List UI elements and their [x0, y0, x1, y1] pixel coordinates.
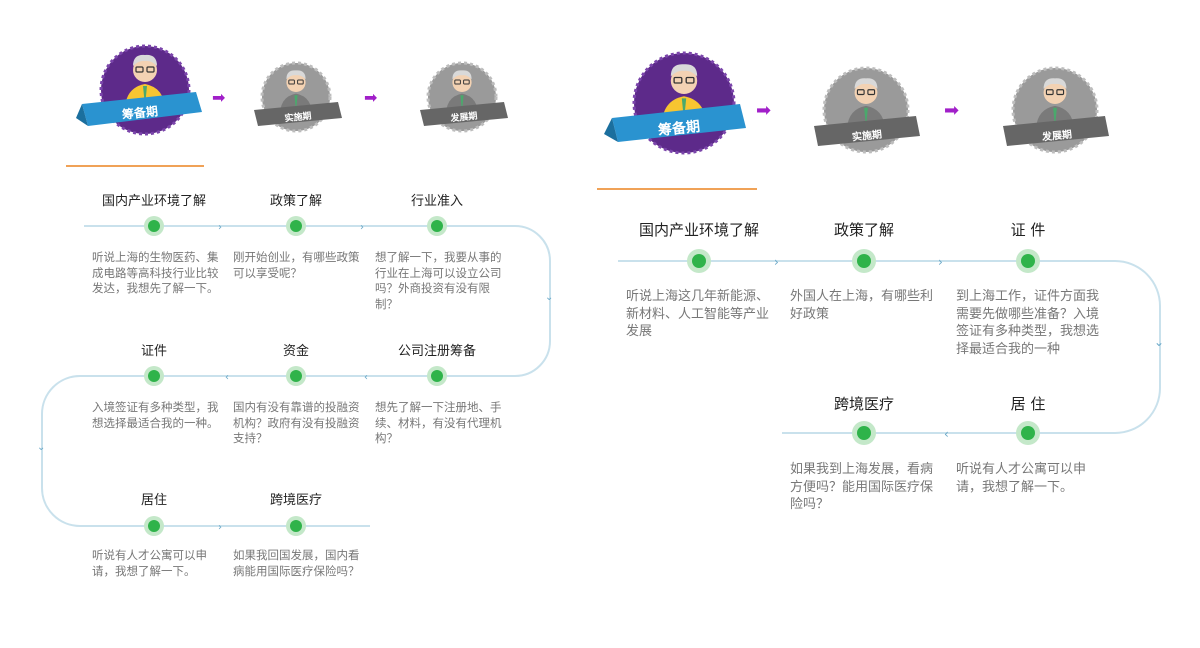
arrow-right-icon: ➡ — [364, 88, 377, 107]
panel2-flow-line — [618, 260, 1161, 434]
panel1-stage-label-0: 筹备期 — [121, 103, 158, 122]
panel2-step-desc: 外国人在上海，有哪些利好政策 — [790, 289, 934, 322]
chevron-right-icon: › — [360, 222, 364, 233]
panel1-stage-active-badge: 筹备期 — [76, 44, 202, 136]
panel1-step-desc: 想先了解一下注册地、手续、材料，有没有代理机构？ — [375, 400, 502, 446]
chevron-down-icon: ⌄ — [37, 442, 45, 453]
panel1-stage-badges: 筹备期 ➡ 实施期 ➡ 发展期 — [76, 44, 508, 136]
panel2-step-desc: 到上海工作，证件方面我需要先做哪些准备？入境签证有多种类型，我想选择最适合我的一… — [956, 289, 1100, 357]
panel2-step-dots — [687, 249, 1040, 445]
panel2-stage-badge-2: 实施期 — [814, 66, 920, 154]
panel2-step-title: 居 住 — [1010, 395, 1046, 413]
panel1-step-desc: 国内有没有靠谱的投融资机构？政府有没有投融资支持？ — [233, 400, 360, 446]
chevron-right-icon: › — [218, 222, 222, 233]
panel2-stage-badge-3: 发展期 — [1003, 66, 1109, 154]
panel1-stage-label-1: 实施期 — [284, 110, 312, 125]
panel1-stage-badge-2: 实施期 — [254, 61, 342, 133]
panel1-stage-label-2: 发展期 — [449, 110, 478, 125]
panel2-stage-label-1: 实施期 — [851, 127, 882, 143]
panel1-step-title: 公司注册筹备 — [397, 344, 477, 359]
panel2-step-title: 跨境医疗 — [833, 395, 895, 413]
panel2-step-title: 政策了解 — [833, 221, 895, 239]
panel2-step-title: 国内产业环境了解 — [638, 221, 760, 239]
panel2-stage-badges: 筹备期 ➡ 实施期 ➡ 发展期 — [604, 51, 1109, 155]
chevron-right-icon: › — [774, 255, 779, 269]
panel1-step-desc: 想了解一下，我要从事的行业在上海可以设立公司吗？外商投资有没有限制？ — [375, 250, 502, 311]
chevron-right-icon: › — [938, 255, 943, 269]
panel1-step-title: 国内产业环境了解 — [101, 194, 207, 209]
panel1-step-title: 资金 — [282, 344, 310, 359]
panel2-step-desc: 如果我到上海发展，看病方便吗？能用国际医疗保险吗？ — [790, 462, 934, 513]
panel1-step-title: 证件 — [140, 344, 168, 359]
panel2-step-desc: 听说有人才公寓可以申请，我想了解一下。 — [956, 462, 1087, 495]
chevron-left-icon: ‹ — [225, 372, 229, 383]
panel2-stage-label-2: 发展期 — [1040, 127, 1072, 143]
panel1-step-title: 政策了解 — [269, 194, 323, 209]
panel1-step-desc: 刚开始创业，有哪些政策可以享受呢？ — [233, 250, 360, 280]
panel2-step-desc: 听说上海这几年新能源、新材料、人工智能等产业发展 — [626, 289, 770, 340]
arrow-right-icon: ➡ — [756, 100, 771, 121]
panel1-step-title: 居住 — [140, 493, 168, 508]
chevron-left-icon: ‹ — [364, 372, 368, 383]
panel1-step-dots — [144, 216, 447, 536]
panel2-stage-label-0: 筹备期 — [657, 118, 701, 139]
panel1-step-desc: 如果我回国发展，国内看病能用国际医疗保险吗？ — [233, 548, 360, 578]
panel1-step-desc: 听说上海的生物医药、集成电路等高科技行业比较发达，我想先了解一下。 — [92, 250, 219, 296]
chevron-right-icon: › — [218, 522, 222, 533]
chevron-left-icon: ‹ — [944, 427, 949, 441]
panel1-step-desc: 入境签证有多种类型，我想选择最适合我的一种。 — [92, 400, 219, 430]
panel2-stage-active-badge: 筹备期 — [604, 51, 746, 155]
panel1-step-title: 行业准入 — [410, 194, 464, 209]
arrow-right-icon: ➡ — [212, 88, 225, 107]
chevron-down-icon: ⌄ — [545, 292, 553, 303]
panel1-stage-badge-3: 发展期 — [420, 61, 508, 133]
arrow-right-icon: ➡ — [944, 100, 959, 121]
panel1-step-desc: 听说有人才公寓可以申请，我想了解一下。 — [92, 548, 207, 578]
panel2-step-title: 证 件 — [1010, 221, 1046, 239]
panel1-step-title: 跨境医疗 — [269, 493, 323, 508]
chevron-down-icon: ⌄ — [1154, 335, 1164, 349]
